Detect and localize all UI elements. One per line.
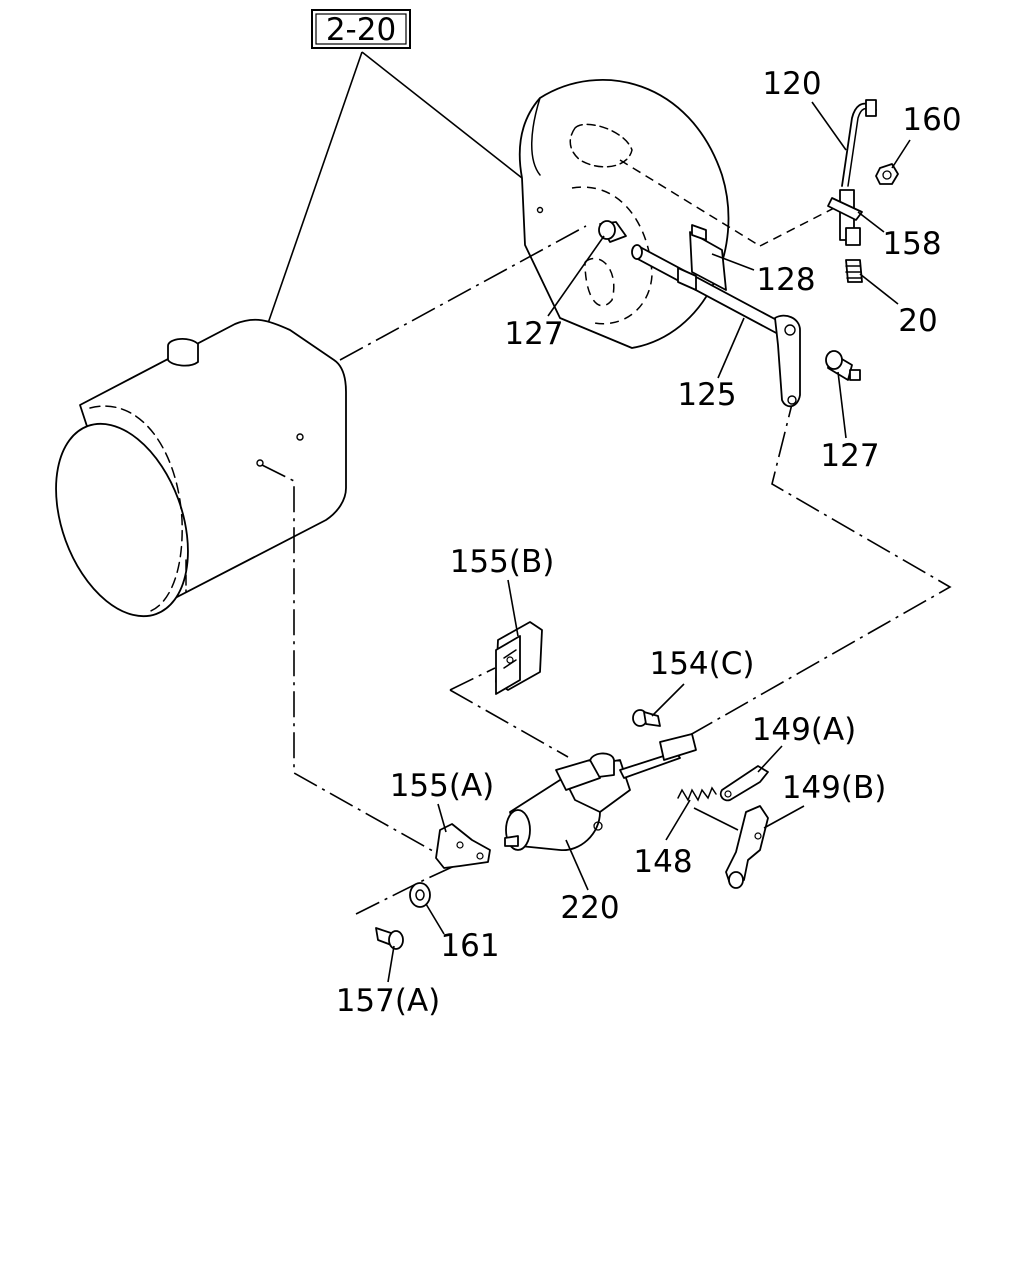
bracket-128[interactable] <box>677 224 727 291</box>
label-160: 160 <box>902 102 961 138</box>
bushing-127-upper[interactable] <box>598 220 627 243</box>
label-161: 161 <box>440 928 499 964</box>
label-149-b: 149(B) <box>782 770 887 806</box>
leader-127-lower <box>837 371 847 439</box>
hidden-line-pipe <box>619 159 839 247</box>
reference-leader-left <box>264 51 363 333</box>
label-127-upper: 127 <box>504 316 563 352</box>
pipe-120[interactable] <box>839 99 877 241</box>
nut-160[interactable] <box>875 163 899 185</box>
label-128: 128 <box>756 262 815 298</box>
label-125: 125 <box>677 377 736 413</box>
reference-leader-right <box>361 51 523 179</box>
transmission-case <box>55 318 347 618</box>
leader-161 <box>425 903 445 935</box>
cross-shaft[interactable] <box>631 244 801 408</box>
clutch-booster-220[interactable] <box>504 733 697 851</box>
label-20: 20 <box>898 303 937 339</box>
label-155-a: 155(A) <box>390 768 495 804</box>
label-157-a: 157(A) <box>336 983 441 1019</box>
fitting-20[interactable] <box>845 259 863 283</box>
nut-161[interactable] <box>409 882 431 908</box>
bolt-154-c[interactable] <box>632 709 661 727</box>
chain-line-case-to-shaft <box>339 225 587 361</box>
leader-20 <box>859 273 899 305</box>
label-127-lower: 127 <box>820 438 879 474</box>
spring-148[interactable] <box>677 786 717 802</box>
label-149-a: 149(A) <box>752 712 857 748</box>
leader-128 <box>711 253 755 271</box>
bracket-155-b[interactable] <box>495 621 543 695</box>
label-120: 120 <box>762 66 821 102</box>
leader-148 <box>665 799 739 841</box>
bolt-157-a[interactable] <box>375 927 404 950</box>
leader-125 <box>717 317 745 379</box>
chain-line-bracket-b <box>449 667 569 758</box>
leader-120 <box>811 101 847 151</box>
label-158: 158 <box>882 226 941 262</box>
leader-158 <box>857 211 885 233</box>
leader-155-b <box>507 579 519 637</box>
label-220: 220 <box>560 890 619 926</box>
lever-149-b[interactable] <box>725 805 769 889</box>
leader-220 <box>565 839 589 891</box>
leader-160 <box>891 139 911 169</box>
clip-158[interactable] <box>827 197 863 246</box>
leader-149-b <box>763 805 805 829</box>
chain-line-case-to-bracket <box>261 464 441 856</box>
leader-157-a <box>387 945 395 983</box>
label-154-c: 154(C) <box>649 646 754 682</box>
clutch-housing <box>518 79 730 349</box>
leader-149-a <box>757 745 783 773</box>
lever-149-a[interactable] <box>719 765 769 802</box>
reference-box-label: 2-20 <box>326 12 396 48</box>
leader-127-upper <box>547 235 605 317</box>
label-155-b: 155(B) <box>450 544 555 580</box>
leader-155-a <box>437 803 447 833</box>
chain-line-lever-to-link <box>689 391 952 736</box>
label-148: 148 <box>633 844 692 880</box>
bracket-155-a[interactable] <box>435 823 491 869</box>
bushing-127-lower[interactable] <box>825 350 861 381</box>
reference-box[interactable]: 2-20 <box>311 9 411 49</box>
leader-154-c <box>651 683 685 717</box>
